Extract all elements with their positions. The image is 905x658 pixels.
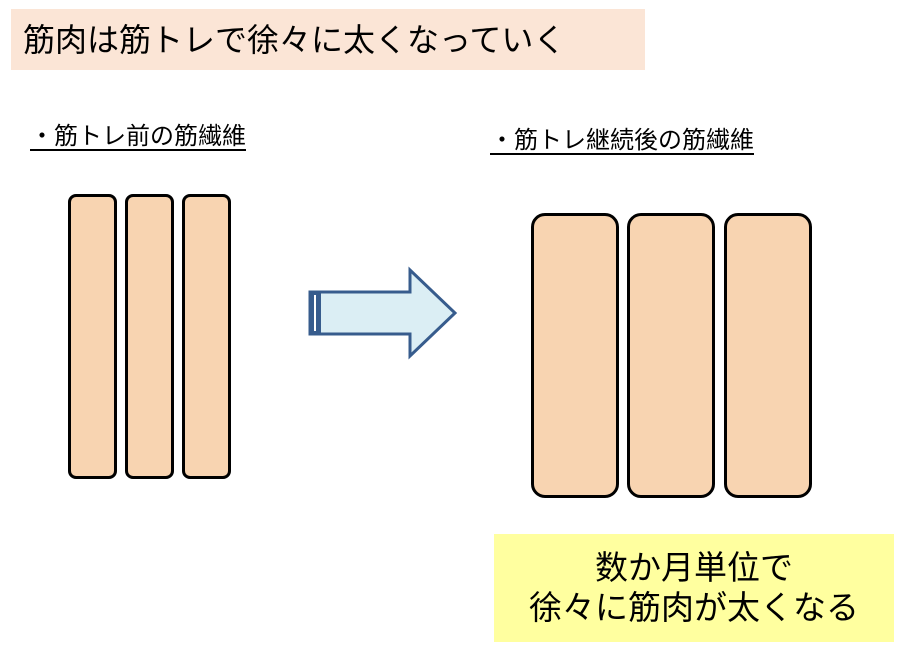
muscle-fiber-after: [627, 213, 715, 498]
muscle-fiber-before: [182, 194, 231, 479]
after-label: ・筋トレ継続後の筋繊維: [490, 126, 754, 154]
muscle-fiber-before: [125, 194, 174, 479]
before-label: ・筋トレ前の筋繊維: [30, 122, 246, 150]
note-line-1: 数か月単位で: [595, 547, 793, 587]
muscle-fiber-before: [68, 194, 117, 479]
title-banner: 筋肉は筋トレで徐々に太くなっていく: [11, 9, 645, 70]
muscle-fiber-after: [724, 213, 812, 498]
page-title: 筋肉は筋トレで徐々に太くなっていく: [23, 20, 566, 59]
right-arrow-icon: [308, 266, 458, 360]
muscle-fiber-after: [531, 213, 619, 498]
summary-note: 数か月単位で 徐々に筋肉が太くなる: [494, 534, 894, 642]
note-line-2: 徐々に筋肉が太くなる: [529, 588, 859, 627]
